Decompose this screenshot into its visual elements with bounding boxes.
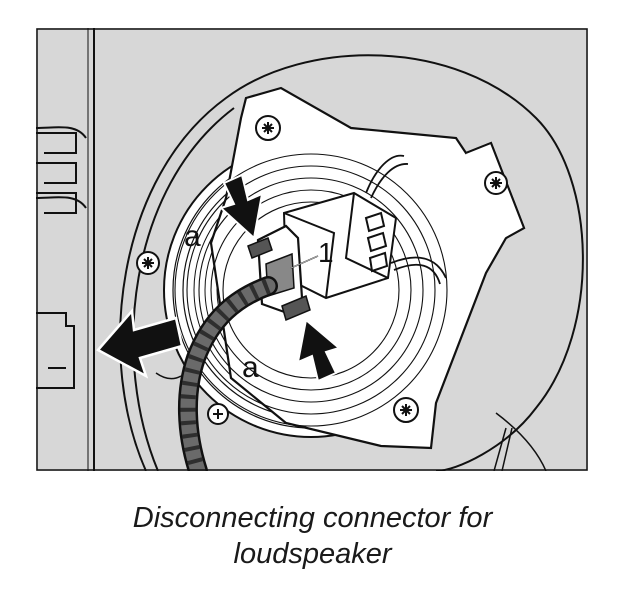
terminal-wires bbox=[365, 154, 447, 285]
figure-frame bbox=[36, 28, 588, 471]
part-number-label: 1 bbox=[318, 237, 334, 268]
screw-icon-lower-left bbox=[207, 403, 229, 425]
connector-housing bbox=[282, 191, 398, 300]
motion-mark bbox=[155, 372, 182, 380]
arrow-down-icon bbox=[219, 173, 264, 240]
caption-line-2: loudspeaker bbox=[233, 538, 392, 570]
label-a-upper: a bbox=[184, 220, 201, 253]
caption-line-1: Disconnecting connector for bbox=[132, 502, 493, 534]
speaker-cable bbox=[177, 276, 278, 471]
arrow-left-pull-icon bbox=[96, 308, 184, 379]
loudspeaker-connector-illustration: 1 a a bbox=[36, 28, 588, 471]
door-housing bbox=[119, 54, 584, 471]
arrow-up-icon bbox=[296, 318, 342, 383]
label-a-lower: a bbox=[242, 351, 259, 384]
screw-icon-top bbox=[255, 115, 281, 141]
figure-caption: Disconnecting connector for loudspeaker bbox=[0, 500, 625, 572]
screw-icon-bottom bbox=[393, 397, 419, 423]
side-panel bbox=[36, 28, 95, 471]
screw-icon-left bbox=[136, 251, 160, 275]
screw-icon-right bbox=[484, 171, 508, 195]
